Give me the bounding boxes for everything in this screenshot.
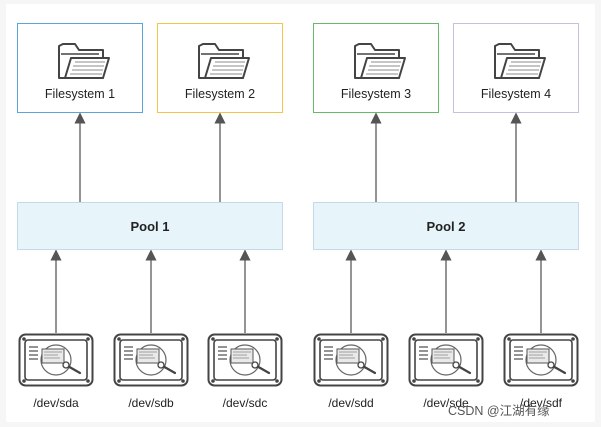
folder-icon: [494, 43, 546, 79]
device-label-sde: /dev/sde: [423, 396, 469, 410]
filesystem-2-box: Filesystem 2: [157, 23, 283, 113]
filesystem-4-box: Filesystem 4: [453, 23, 579, 113]
hard-drive-icon-sde: [408, 333, 484, 387]
hard-drive-icon-sdf: [503, 333, 579, 387]
device-label-sda: /dev/sda: [33, 396, 79, 410]
filesystem-1-box: Filesystem 1: [17, 23, 143, 113]
pool-1-label: Pool 1: [130, 219, 170, 234]
folder-icon: [58, 43, 110, 79]
filesystem-3-box: Filesystem 3: [313, 23, 439, 113]
device-label-sdd: /dev/sdd: [328, 396, 374, 410]
filesystem-2-label: Filesystem 2: [184, 87, 256, 101]
filesystem-3-label: Filesystem 3: [340, 87, 412, 101]
device-label-sdb: /dev/sdb: [128, 396, 174, 410]
filesystem-1-label: Filesystem 1: [44, 87, 116, 101]
pool-2-box: Pool 2: [313, 202, 579, 250]
hard-drive-icon-sdd: [313, 333, 389, 387]
hard-drive-icon-sda: [18, 333, 94, 387]
device-label-sdc: /dev/sdc: [222, 396, 268, 410]
watermark: CSDN @江湖有缘: [448, 404, 550, 418]
folder-icon: [354, 43, 406, 79]
folder-icon: [198, 43, 250, 79]
pool-2-label: Pool 2: [426, 219, 466, 234]
hard-drive-icon-sdc: [207, 333, 283, 387]
hard-drive-icon-sdb: [113, 333, 189, 387]
filesystem-4-label: Filesystem 4: [480, 87, 552, 101]
device-label-sdf: /dev/sdf: [519, 396, 563, 410]
pool-1-box: Pool 1: [17, 202, 283, 250]
